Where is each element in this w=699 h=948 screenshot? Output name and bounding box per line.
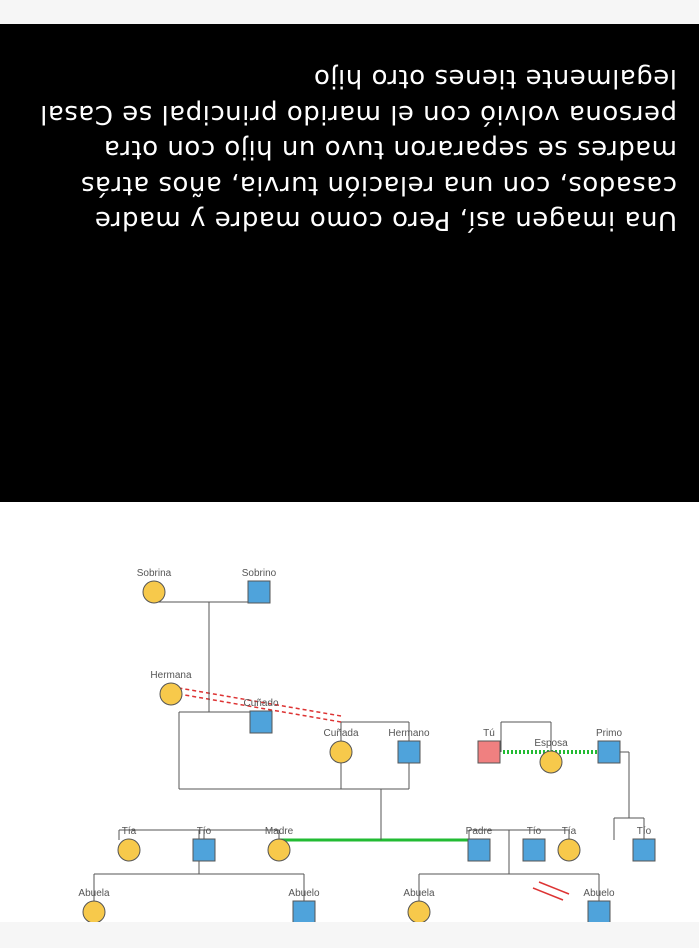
male-square-icon [467, 838, 491, 862]
male-square-icon [397, 740, 421, 764]
person-label-abuelo-paterno: Abuelo [583, 888, 615, 899]
female-circle-icon [557, 838, 581, 862]
person-hermana: Hermana [150, 670, 192, 706]
male-square-icon [249, 710, 273, 734]
genogram: Abuelo Abuela Abuelo Abuela Tío Tía Tío Padre Ma… [0, 502, 699, 924]
story-text: Una imagen así, Pero como madre y madre … [39, 63, 677, 236]
person-tio1: Tío [632, 826, 656, 862]
male-square-icon [597, 740, 621, 764]
person-primo: Primo [596, 728, 623, 764]
person-sobrino: Sobrino [242, 568, 277, 604]
person-label-abuela-materna: Abuela [78, 888, 110, 899]
person-abuelo-paterno: Abuelo [583, 888, 615, 924]
person-label-cunada: Cuñada [323, 728, 358, 739]
person-tu: Tú [477, 728, 501, 764]
person-abuela-paterna: Abuela [403, 888, 435, 924]
connector-line-16 [532, 887, 564, 901]
person-label-hermano: Hermano [388, 728, 430, 739]
person-sobrina: Sobrina [137, 568, 172, 604]
person-label-esposa: Esposa [534, 738, 568, 749]
person-madre: Madre [265, 826, 294, 862]
person-label-tio1: Tío [637, 826, 652, 837]
male-square-icon [522, 838, 546, 862]
female-circle-icon [407, 900, 431, 924]
top-bar [0, 922, 699, 948]
person-label-sobrino: Sobrino [242, 568, 277, 579]
female-circle-icon [159, 682, 183, 706]
person-label-tio3: Tío [197, 826, 212, 837]
male-square-icon [632, 838, 656, 862]
person-label-abuelo-materno: Abuelo [288, 888, 320, 899]
female-circle-icon [82, 900, 106, 924]
male-square-icon [247, 580, 271, 604]
female-circle-icon [267, 838, 291, 862]
person-esposa: Esposa [534, 738, 568, 774]
person-cunada: Cuñada [323, 728, 359, 764]
person-tia1: Tía [557, 826, 581, 862]
text-panel: Una imagen así, Pero como madre y madre … [0, 24, 699, 502]
person-label-tia3: Tía [122, 826, 137, 837]
person-hermano: Hermano [388, 728, 430, 764]
female-circle-icon [117, 838, 141, 862]
female-circle-icon [329, 740, 353, 764]
person-tio3: Tío [192, 826, 216, 862]
person-label-hermana: Hermana [150, 670, 192, 681]
person-label-padre: Padre [466, 826, 493, 837]
person-label-primo: Primo [596, 728, 623, 739]
male-square-icon [192, 838, 216, 862]
male-square-icon [292, 900, 316, 924]
person-label-tio2: Tío [527, 826, 542, 837]
connector-line-15 [538, 881, 570, 895]
person-abuelo-materno: Abuelo [288, 888, 320, 924]
person-label-cunado: Cuñado [243, 698, 278, 709]
self-square-icon [477, 740, 501, 764]
person-label-sobrina: Sobrina [137, 568, 172, 579]
female-circle-icon [142, 580, 166, 604]
person-tia3: Tía [117, 826, 141, 862]
genogram-svg: Abuelo Abuela Abuelo Abuela Tío Tía Tío Padre Ma… [78, 568, 656, 924]
genogram-nodes: Abuelo Abuela Abuelo Abuela Tío Tía Tío Padre Ma… [78, 568, 656, 924]
person-cunado: Cuñado [243, 698, 279, 734]
person-label-tu: Tú [483, 728, 495, 739]
male-square-icon [587, 900, 611, 924]
person-label-abuela-paterna: Abuela [403, 888, 435, 899]
person-label-madre: Madre [265, 826, 294, 837]
bottom-bar [0, 0, 699, 24]
person-padre: Padre [466, 826, 493, 862]
person-abuela-materna: Abuela [78, 888, 110, 924]
person-tio2: Tío [522, 826, 546, 862]
person-label-tia1: Tía [562, 826, 577, 837]
female-circle-icon [539, 750, 563, 774]
